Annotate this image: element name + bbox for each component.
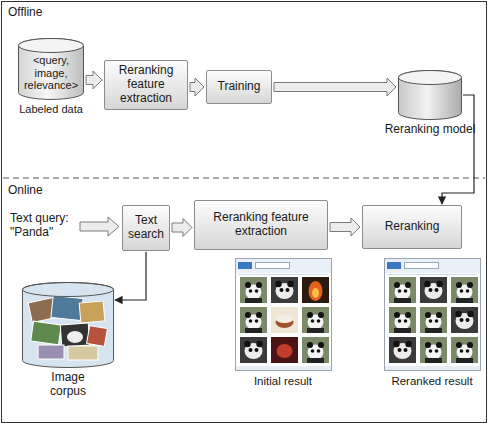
- label-holder: Offline: [8, 6, 88, 20]
- cylinder-top: [19, 39, 84, 53]
- process-box: Reranking feature extraction: [104, 60, 188, 110]
- label-holder: Reranked result: [382, 375, 482, 388]
- process-box: Reranking feature extraction: [194, 200, 328, 250]
- cylinder-body: [398, 70, 462, 94]
- cylinder-body-outline: [23, 283, 114, 368]
- node-text: Text search: [125, 214, 167, 242]
- cylinder-body-outline: [399, 71, 462, 120]
- database-cylinder: <query, image, relevance>Labeled data: [18, 38, 84, 100]
- image-corpus-art: [23, 283, 114, 368]
- image-corpus-cylinder: Image corpus: [22, 282, 114, 368]
- cylinder-body-outline: [19, 39, 84, 100]
- section-label: Offline: [8, 6, 88, 20]
- node-text: <query, image, relevance>: [21, 54, 81, 92]
- label-holder: Text query: "Panda": [10, 212, 80, 240]
- process-box: Training: [206, 70, 272, 104]
- node-caption: Image corpus: [40, 371, 96, 399]
- result-caption: Reranked result: [382, 375, 482, 388]
- result-caption: Initial result: [228, 375, 338, 388]
- process-box: Reranking: [362, 205, 462, 249]
- connector-arrow: [115, 252, 146, 300]
- section-label: Online: [8, 184, 88, 198]
- caption-holder: Reranking model: [380, 123, 480, 137]
- node-text: Training: [218, 80, 261, 94]
- cylinder-top: [399, 71, 462, 85]
- reranked-result-screenshot: [385, 259, 481, 371]
- query-label: Text query: "Panda": [10, 212, 80, 240]
- caption-holder: Image corpus: [40, 371, 96, 399]
- block-arrow: [172, 219, 192, 237]
- caption-holder: Labeled data: [6, 103, 96, 116]
- block-arrow: [86, 71, 102, 89]
- initial-result-screenshot: [236, 259, 332, 371]
- block-arrow: [330, 218, 360, 236]
- model-cylinder: Reranking model: [398, 70, 462, 120]
- label-holder: Initial result: [228, 375, 338, 388]
- cylinder-outline: [22, 282, 114, 368]
- process-box: Text search: [122, 205, 170, 251]
- section-divider: [3, 178, 485, 179]
- node-text: Reranking: [385, 220, 440, 234]
- cylinder-top: [23, 283, 114, 297]
- cylinder-body: <query, image, relevance>: [18, 38, 84, 100]
- block-arrow: [190, 78, 204, 96]
- node-text: Reranking feature extraction: [107, 64, 185, 105]
- cylinder-outline: [398, 70, 462, 120]
- node-caption: Reranking model: [380, 123, 480, 137]
- block-arrow: [274, 78, 396, 96]
- node-text: Reranking feature extraction: [197, 211, 325, 239]
- label-holder: Online: [8, 184, 88, 198]
- query-arrow: [80, 217, 119, 236]
- node-caption: Labeled data: [6, 103, 96, 116]
- cylinder-body: [22, 282, 114, 306]
